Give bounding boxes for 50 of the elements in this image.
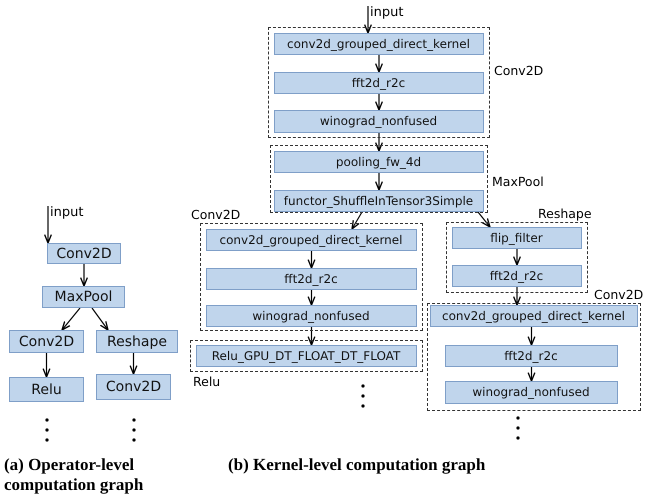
- operator-box: Conv2D: [47, 243, 121, 264]
- group-label: Conv2D: [594, 287, 644, 302]
- input-label: input: [370, 5, 415, 23]
- group-label: MaxPool: [492, 174, 544, 189]
- arrow: [307, 290, 316, 306]
- arrow: [512, 249, 522, 266]
- arrow: [307, 251, 316, 269]
- arrow: [307, 327, 316, 346]
- kernel-box: fft2d_r2c: [444, 344, 618, 366]
- operator-box: Conv2D: [96, 374, 171, 400]
- kernel-box: fft2d_r2c: [206, 268, 416, 290]
- kernel-box: conv2d_grouped_direct_kernel: [274, 32, 484, 54]
- kernel-box: fft2d_r2c: [452, 264, 582, 286]
- arrow: [512, 287, 522, 306]
- arrow: [351, 212, 363, 230]
- arrow: [374, 133, 384, 152]
- input-label: input: [50, 205, 100, 223]
- arrow: [527, 327, 536, 346]
- kernel-box: pooling_fw_4d: [274, 150, 484, 172]
- kernel-box: Relu_GPU_DT_FLOAT_DT_FLOAT: [196, 344, 416, 366]
- operator-box: Conv2D: [9, 330, 84, 353]
- kernel-box: flip_filter: [452, 226, 582, 248]
- figure-caption: (b) Kernel-level computation graph: [228, 455, 486, 475]
- arrow: [129, 353, 138, 375]
- operator-box: Reshape: [96, 330, 178, 353]
- arrow: [527, 367, 536, 382]
- group-label: Conv2D: [494, 63, 544, 78]
- arrow: [374, 94, 384, 111]
- arrow: [374, 55, 384, 73]
- kernel-box: conv2d_grouped_direct_kernel: [430, 304, 638, 326]
- arrow: [478, 212, 491, 228]
- arrow: [80, 264, 88, 287]
- arrow: [92, 308, 109, 331]
- group-label: Reshape: [538, 206, 592, 221]
- kernel-box: functor_ShuffleInTensor3Simple: [274, 190, 484, 212]
- arrow: [42, 353, 51, 378]
- operator-box: MaxPool: [42, 286, 125, 308]
- kernel-box: winograd_nonfused: [274, 110, 484, 132]
- kernel-box: winograd_nonfused: [206, 304, 416, 326]
- figure-caption: (a) Operator-level computation graph: [4, 455, 144, 495]
- kernel-box: fft2d_r2c: [274, 72, 484, 94]
- kernel-box: winograd_nonfused: [444, 380, 618, 404]
- arrow: [374, 173, 384, 191]
- group-label: Relu: [193, 374, 220, 389]
- group-label: Conv2D: [191, 207, 240, 222]
- arrow: [364, 6, 372, 34]
- arrow: [61, 308, 80, 331]
- arrow: [44, 206, 52, 244]
- operator-box: Relu: [9, 377, 84, 402]
- kernel-box: conv2d_grouped_direct_kernel: [206, 228, 416, 250]
